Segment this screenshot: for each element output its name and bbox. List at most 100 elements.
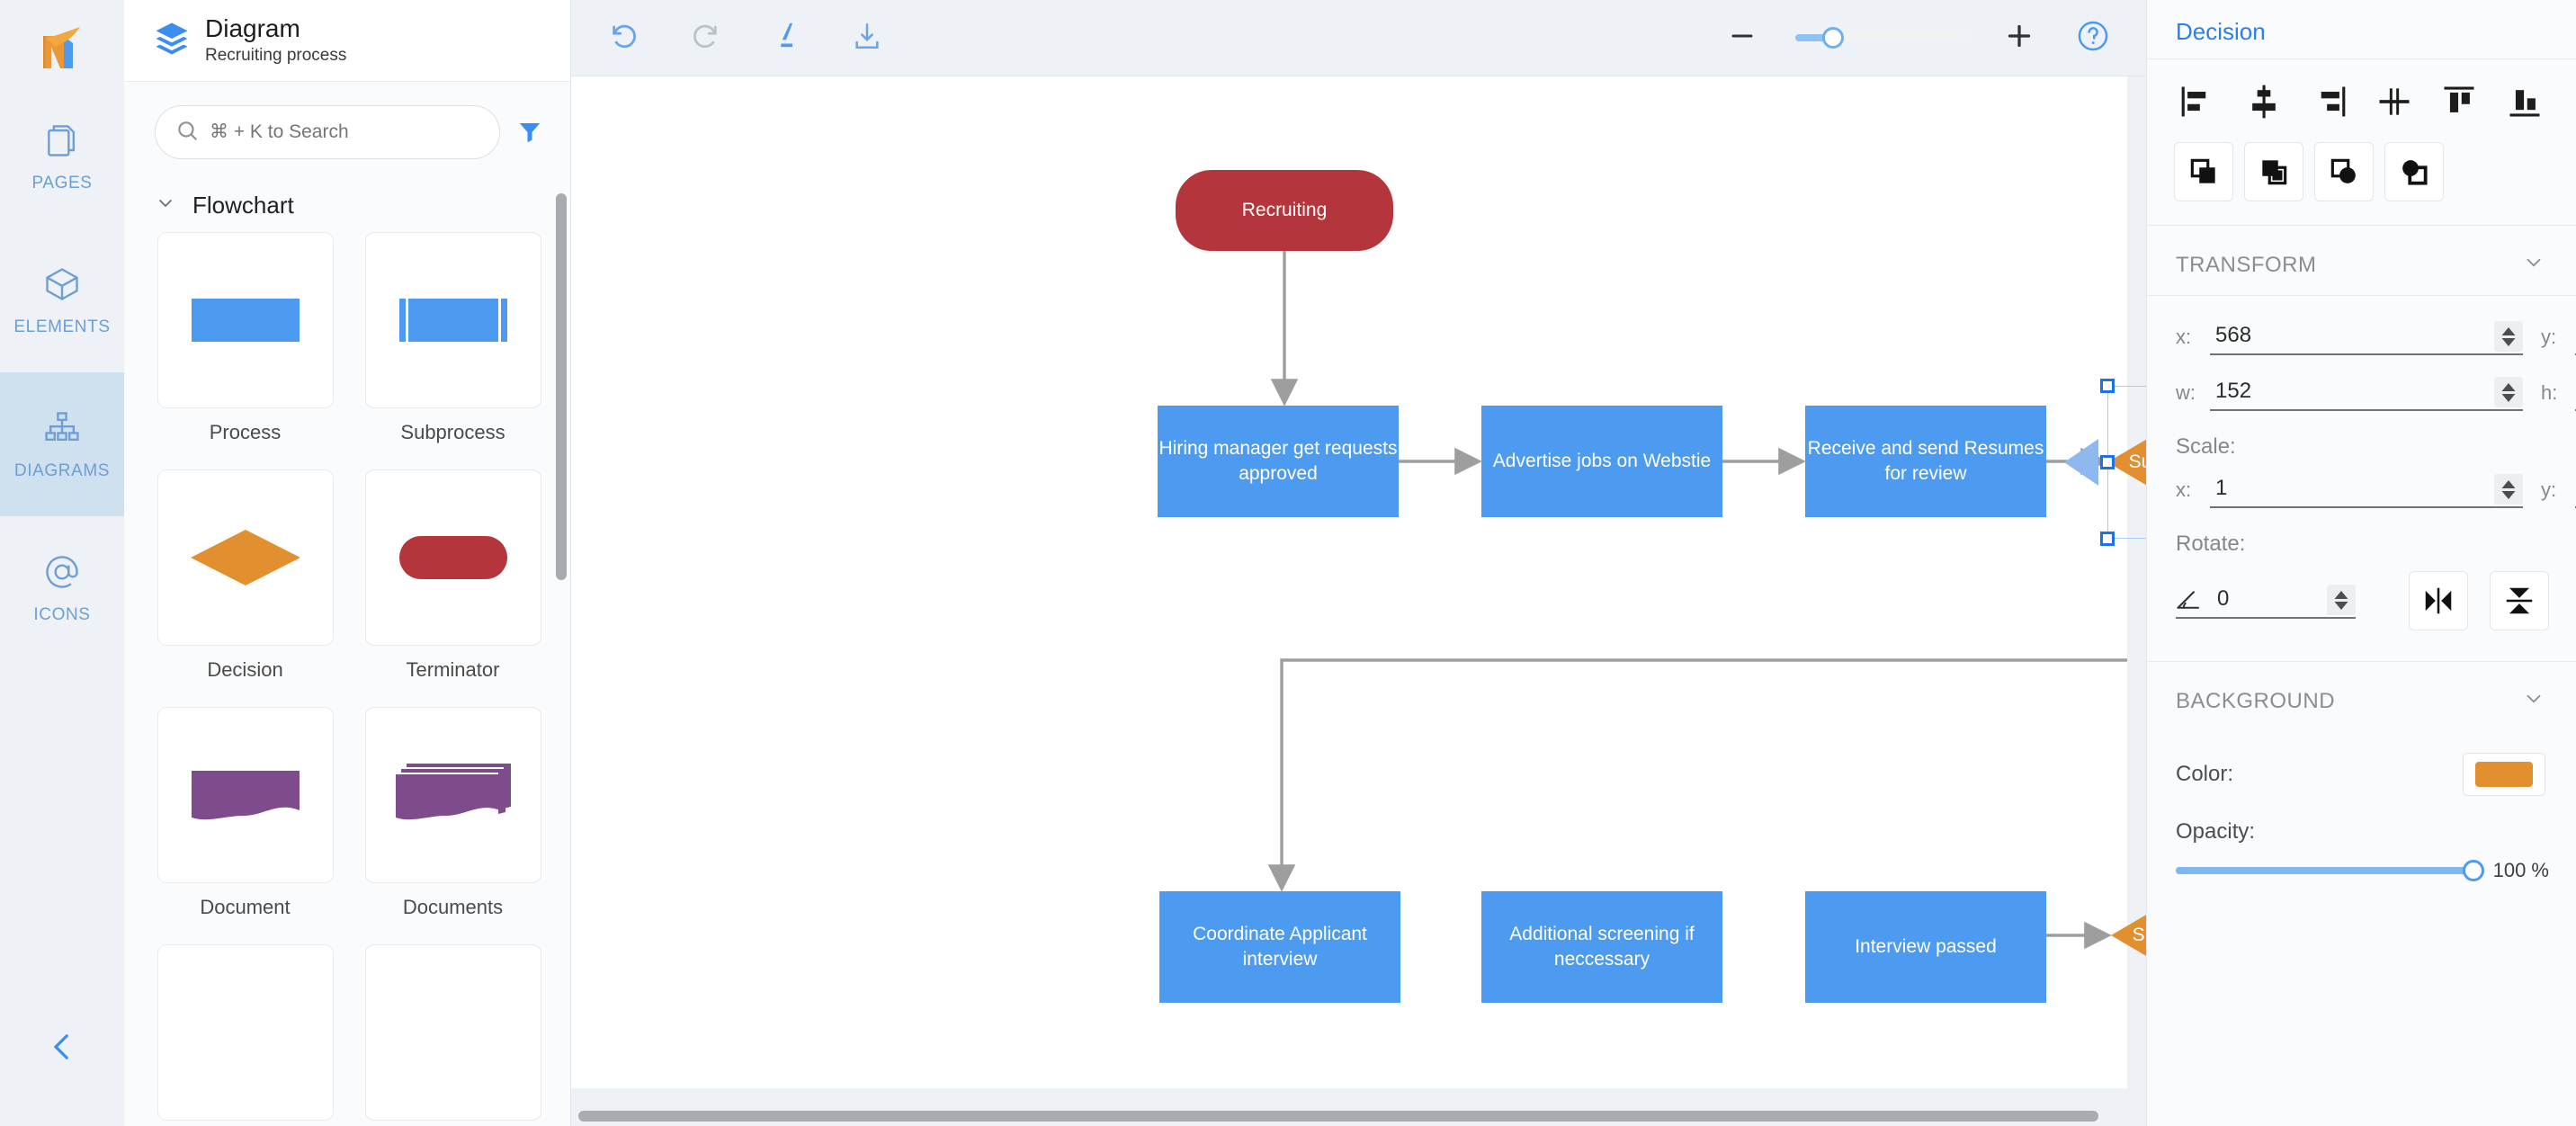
zoom-slider[interactable] <box>1795 27 1966 49</box>
section-flowchart-header[interactable]: Flowchart <box>124 174 570 232</box>
node-decision-2[interactable]: Suitable candidate found? <box>2111 859 2146 1012</box>
opacity-row: 100 % <box>2147 852 2576 882</box>
shape-label: Terminator <box>406 658 500 681</box>
zoom-slider-fill <box>1795 34 1829 41</box>
diagram-canvas[interactable]: Recruiting Hiring manager get requests a… <box>571 76 2146 1088</box>
chevron-down-icon <box>2522 251 2545 279</box>
w-input[interactable] <box>2210 375 2494 409</box>
x-input[interactable] <box>2210 319 2494 353</box>
filter-icon[interactable] <box>516 119 543 146</box>
search-icon <box>175 119 199 147</box>
pen-button[interactable] <box>765 17 807 58</box>
shape-thumb-partial-b[interactable] <box>364 944 541 1121</box>
node-receive-resumes[interactable]: Receive and send Resumes for review <box>1805 406 2046 517</box>
shape-item-terminator: Terminator <box>362 469 543 682</box>
node-advertise-jobs[interactable]: Advertise jobs on Webstie <box>1481 406 1722 517</box>
shape-item-decision: Decision <box>155 469 335 682</box>
selection-type-label: Decision <box>2147 0 2576 59</box>
flip-vertical-icon[interactable] <box>2490 571 2549 630</box>
rotate-stepper[interactable] <box>2327 585 2356 615</box>
plus-icon <box>2003 20 2035 57</box>
canvas-viewport[interactable]: Recruiting Hiring manager get requests a… <box>571 76 2146 1126</box>
node-recruiting[interactable]: Recruiting <box>1176 170 1393 251</box>
shape-item-partial-a <box>155 944 335 1121</box>
shape-thumb-process[interactable] <box>157 232 334 408</box>
shape-thumb-partial-a[interactable] <box>157 944 334 1121</box>
boolean-intersect-icon[interactable] <box>2314 142 2374 201</box>
resize-handle-sw[interactable] <box>2100 532 2115 546</box>
node-label: Additional screening if neccessary <box>1509 924 1695 970</box>
boolean-exclude-icon[interactable] <box>2384 142 2444 201</box>
panel-header: Diagram Recruiting process <box>124 0 570 82</box>
scale-x-input[interactable] <box>2210 472 2494 506</box>
node-coordinate-interview[interactable]: Coordinate Applicant interview <box>1159 891 1400 1003</box>
flip-horizontal-icon[interactable] <box>2409 571 2468 630</box>
shape-thumb-documents[interactable] <box>364 707 541 883</box>
rotate-input[interactable] <box>2212 583 2318 617</box>
background-section-header[interactable]: BACKGROUND <box>2147 662 2576 731</box>
transform-section-header[interactable]: TRANSFORM <box>2147 226 2576 295</box>
boolean-union-icon[interactable] <box>2174 142 2233 201</box>
align-center-h-icon[interactable] <box>2240 77 2288 126</box>
shape-thumb-terminator[interactable] <box>364 469 541 646</box>
zoom-slider-knob[interactable] <box>1822 27 1844 49</box>
x-stepper[interactable] <box>2494 321 2523 352</box>
resize-handle-nw[interactable] <box>2100 379 2115 393</box>
cube-icon <box>42 264 82 308</box>
sidebar-item-pages[interactable]: PAGES <box>0 85 124 228</box>
shape-thumb-document[interactable] <box>157 707 334 883</box>
opacity-slider[interactable] <box>2176 860 2484 881</box>
field-h-label: h: <box>2541 381 2558 404</box>
shape-thumb-decision[interactable] <box>157 469 334 646</box>
left-rail: PAGES ELEMENTS DIAGRAMS <box>0 0 124 1126</box>
node-additional-screening[interactable]: Additional screening if neccessary <box>1481 891 1722 1003</box>
undo-button[interactable] <box>604 17 645 58</box>
zoom-controls <box>1722 17 2114 58</box>
zoom-out-button[interactable] <box>1722 17 1763 58</box>
distribute-h-icon[interactable] <box>2370 77 2419 126</box>
shape-thumb-subprocess[interactable] <box>364 232 541 408</box>
align-right-icon[interactable] <box>2304 77 2353 126</box>
collapse-panel-button[interactable] <box>0 1028 124 1070</box>
sidebar-item-icons[interactable]: ICONS <box>0 516 124 660</box>
opacity-slider-knob[interactable] <box>2462 860 2484 881</box>
sidebar-item-diagrams[interactable]: DIAGRAMS <box>0 372 124 516</box>
color-swatch-button[interactable] <box>2463 753 2545 796</box>
field-y: y: <box>2541 319 2576 355</box>
panel-scrollbar[interactable] <box>556 193 567 580</box>
color-label: Color: <box>2176 762 2234 786</box>
canvas-horizontal-scrollbar[interactable] <box>578 1111 2098 1122</box>
shape-grid: Process Subprocess <box>155 232 543 1121</box>
opacity-value: 100 % <box>2492 859 2549 881</box>
scale-x-stepper[interactable] <box>2494 474 2523 505</box>
field-y-label: y: <box>2541 326 2557 348</box>
search-box[interactable] <box>155 105 500 159</box>
node-decision-1[interactable]: Suitable candidate found? <box>2107 386 2146 539</box>
boolean-subtract-icon[interactable] <box>2244 142 2303 201</box>
field-scale-x: x: <box>2176 472 2523 508</box>
resize-handle-w[interactable] <box>2100 455 2115 469</box>
chevron-down-icon <box>155 192 176 219</box>
sidebar-item-elements[interactable]: ELEMENTS <box>0 228 124 372</box>
download-button[interactable] <box>846 17 888 58</box>
redo-button[interactable] <box>684 17 726 58</box>
field-w: w: <box>2176 375 2523 411</box>
node-label: Receive and send Resumes for review <box>1807 438 2044 484</box>
shape-scroll-area: Process Subprocess <box>124 232 570 1126</box>
field-x-label: x: <box>2176 326 2192 348</box>
help-circle-icon <box>2076 19 2110 58</box>
align-top-icon[interactable] <box>2435 77 2483 126</box>
shape-label: Document <box>200 896 291 918</box>
node-hiring-manager[interactable]: Hiring manager get requests approved <box>1158 406 1399 517</box>
app-logo-icon[interactable] <box>30 20 94 85</box>
align-left-icon[interactable] <box>2174 77 2223 126</box>
zoom-in-button[interactable] <box>1999 17 2040 58</box>
field-h: h: <box>2541 375 2576 411</box>
align-bottom-icon[interactable] <box>2500 77 2549 126</box>
search-input[interactable] <box>210 121 479 143</box>
help-button[interactable] <box>2072 17 2114 58</box>
w-stepper[interactable] <box>2494 377 2523 407</box>
node-interview-passed[interactable]: Interview passed <box>1805 891 2046 1003</box>
node-label: Advertise jobs on Webstie <box>1492 451 1712 472</box>
